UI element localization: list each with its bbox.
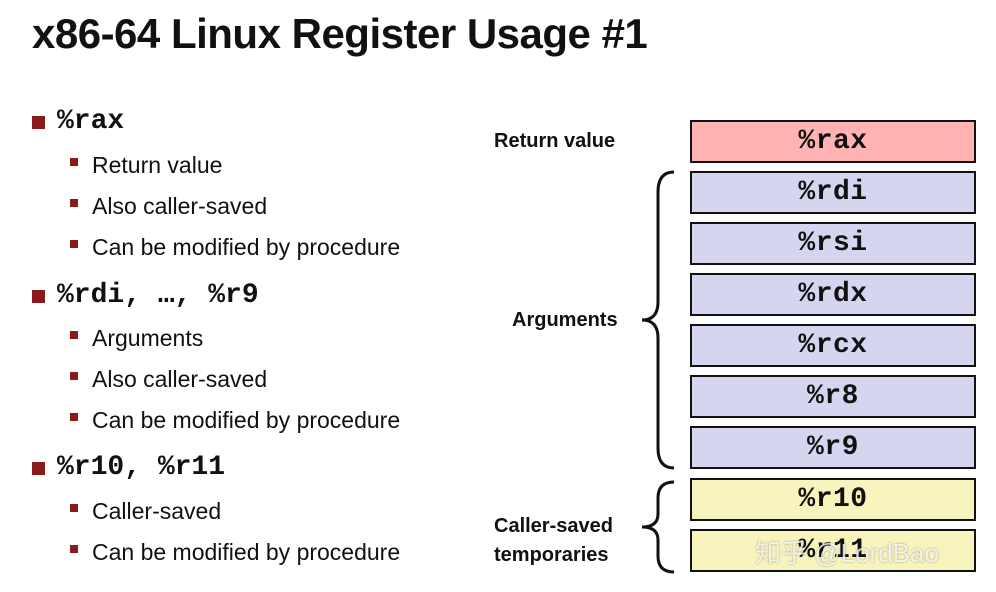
arguments-brace: [641, 170, 675, 470]
sub-bullet: Return value: [70, 152, 222, 179]
sub-bullet-text: Arguments: [92, 325, 204, 351]
bullet-square-icon: [32, 290, 45, 303]
sub-bullet: Caller-saved: [70, 498, 221, 525]
bullet-arguments: %rdi, …, %r9: [32, 280, 259, 311]
sub-bullet: Can be modified by procedure: [70, 539, 400, 566]
bullet-text: %rax: [57, 106, 125, 137]
register-rsi: %rsi: [690, 222, 976, 265]
bullet-list: %rax Return value Also caller-saved Can …: [0, 0, 480, 592]
sub-bullet-square-icon: [70, 371, 78, 380]
sub-bullet-text: Can be modified by procedure: [92, 539, 401, 565]
sub-bullet-square-icon: [70, 503, 78, 512]
label-caller-saved: Caller-saved: [494, 515, 613, 537]
sub-bullet-square-icon: [70, 239, 78, 248]
label-temporaries: temporaries: [494, 544, 609, 566]
sub-bullet: Can be modified by procedure: [70, 234, 400, 261]
sub-bullet-text: Return value: [92, 152, 223, 178]
sub-bullet: Arguments: [70, 325, 203, 352]
sub-bullet-square-icon: [70, 198, 78, 207]
sub-bullet-text: Can be modified by procedure: [92, 234, 401, 260]
bullet-square-icon: [32, 462, 45, 475]
label-return-value: Return value: [494, 130, 616, 152]
register-r10: %r10: [690, 478, 976, 521]
bullet-rax: %rax: [32, 106, 124, 137]
sub-bullet: Also caller-saved: [70, 193, 267, 220]
sub-bullet: Can be modified by procedure: [70, 407, 400, 434]
temporaries-brace: [641, 480, 675, 574]
register-rdx: %rdx: [690, 273, 976, 316]
sub-bullet-text: Can be modified by procedure: [92, 407, 401, 433]
register-r8: %r8: [690, 375, 976, 418]
label-arguments: Arguments: [512, 309, 618, 331]
sub-bullet-square-icon: [70, 157, 78, 166]
register-r9: %r9: [690, 426, 976, 469]
sub-bullet-text: Also caller-saved: [92, 193, 268, 219]
sub-bullet-square-icon: [70, 330, 78, 339]
bullet-text: %r10, %r11: [57, 452, 226, 483]
bullet-text: %rdi, …, %r9: [57, 280, 259, 311]
watermark-text: 知乎 @LordBao: [755, 538, 939, 568]
sub-bullet-text: Also caller-saved: [92, 366, 268, 392]
sub-bullet-square-icon: [70, 412, 78, 421]
register-rdi: %rdi: [690, 171, 976, 214]
sub-bullet-text: Caller-saved: [92, 498, 222, 524]
page-title: x86-64 Linux Register Usage #1: [32, 10, 648, 57]
bullet-temporaries: %r10, %r11: [32, 452, 225, 483]
sub-bullet: Also caller-saved: [70, 366, 267, 393]
register-rcx: %rcx: [690, 324, 976, 367]
register-rax: %rax: [690, 120, 976, 163]
sub-bullet-square-icon: [70, 544, 78, 553]
bullet-square-icon: [32, 116, 45, 129]
register-r11: %r11: [690, 529, 976, 572]
